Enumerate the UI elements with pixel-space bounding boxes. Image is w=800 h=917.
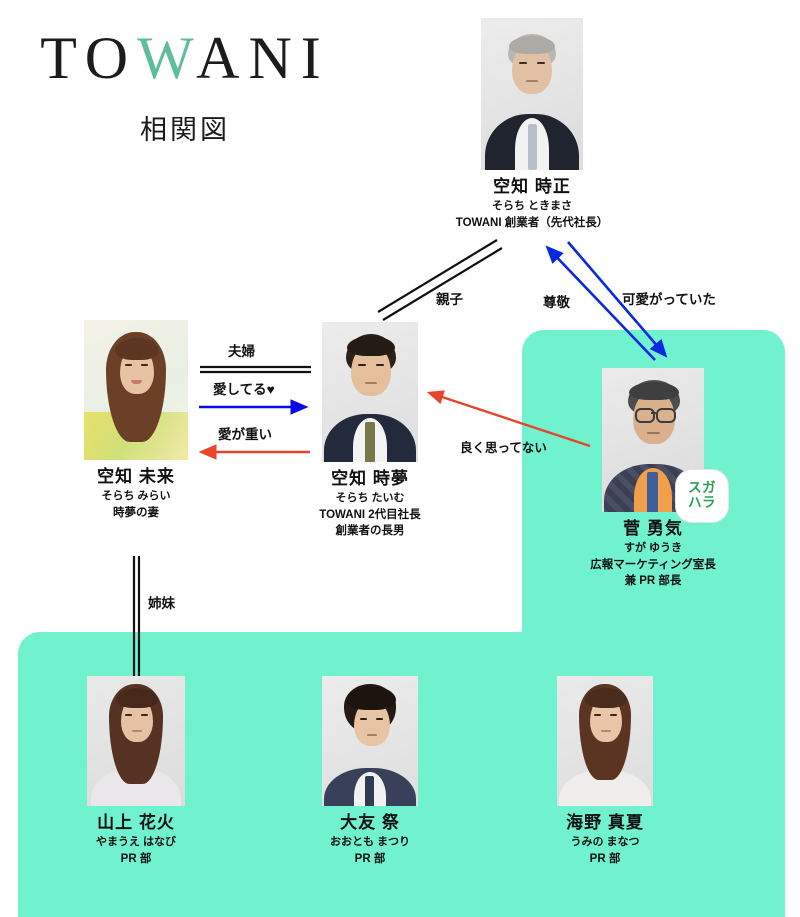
relation-label-aishiteru: 愛してる♥ xyxy=(213,382,275,397)
logo-text-after: ANI xyxy=(196,25,330,91)
person-role-secondary: 兼 PR 部長 xyxy=(624,575,682,588)
person-kana: やまうえ はなび xyxy=(95,836,177,849)
badge-line-1: スガ xyxy=(688,480,716,496)
person-kana: おおとも まつり xyxy=(329,836,411,849)
person-card-ootomo-matsuri: 大友 祭 おおとも まつり PR 部 xyxy=(270,676,470,866)
connector-oyako xyxy=(377,239,503,321)
relation-label-ai-ga-omoi: 愛が重い xyxy=(218,427,272,442)
person-name: 大友 祭 xyxy=(340,813,400,832)
brand-logo: TOWANI xyxy=(30,28,340,88)
page-title: 相関図 xyxy=(140,115,230,145)
logo-text-before: TO xyxy=(40,25,138,91)
person-role: TOWANI 創業者（先代社長） xyxy=(455,217,609,229)
relation-label-shimai: 姉妹 xyxy=(148,596,175,611)
relation-label-fuufu: 夫婦 xyxy=(228,344,255,359)
portrait-sorachi-mirai xyxy=(84,320,188,460)
person-card-umino-manatsu: 海野 真夏 うみの まなつ PR 部 xyxy=(505,676,705,866)
person-name: 海野 真夏 xyxy=(566,813,644,832)
portrait-umino-manatsu xyxy=(557,676,653,806)
person-role: TOWANI 2代目社長 xyxy=(319,509,421,521)
relation-label-oyako: 親子 xyxy=(436,292,463,307)
person-name: 空知 未来 xyxy=(97,467,175,486)
person-role: 広報マーケティング室長 xyxy=(590,559,716,571)
portrait-ootomo-matsuri xyxy=(322,676,418,806)
portrait-sorachi-tokimasa xyxy=(481,18,583,170)
person-role: 時夢の妻 xyxy=(113,507,159,519)
relation-label-yoku-omottenai: 良く思ってない xyxy=(460,441,547,455)
person-kana: そらち ときまさ xyxy=(491,200,573,213)
portrait-suga-yuuki xyxy=(602,368,704,512)
glasses-icon xyxy=(635,408,655,423)
person-kana: そらち たいむ xyxy=(335,492,405,505)
glasses-icon xyxy=(656,408,676,423)
relation-label-kawaigatteita: 可愛がっていた xyxy=(622,292,716,307)
portrait-sorachi-taimu xyxy=(322,322,418,462)
badge-line-2: ハラ xyxy=(688,495,716,510)
logo-block: TOWANI 相関図 xyxy=(30,28,340,147)
person-name: 空知 時夢 xyxy=(331,469,409,488)
person-card-suga-yuuki: 菅 勇気 すが ゆうき 広報マーケティング室長 兼 PR 部長 xyxy=(553,368,753,589)
person-role-secondary: 創業者の長男 xyxy=(335,525,405,538)
relation-label-sonkei: 尊敬 xyxy=(543,295,570,310)
person-name: 空知 時正 xyxy=(493,177,571,196)
person-kana: うみの まなつ xyxy=(570,836,640,849)
person-role: PR 部 xyxy=(354,853,386,865)
person-card-sorachi-taimu: 空知 時夢 そらち たいむ TOWANI 2代目社長 創業者の長男 xyxy=(270,322,470,539)
nickname-badge-sugahara: スガ ハラ xyxy=(676,470,728,522)
person-name: 山上 花火 xyxy=(97,813,175,832)
person-role: PR 部 xyxy=(120,853,152,865)
logo-text-w: W xyxy=(137,25,197,91)
person-name: 菅 勇気 xyxy=(623,519,683,538)
person-card-yamaue-hanabi: 山上 花火 やまうえ はなび PR 部 xyxy=(36,676,236,866)
person-card-sorachi-mirai: 空知 未来 そらち みらい 時夢の妻 xyxy=(36,320,236,520)
person-kana: すが ゆうき xyxy=(623,542,683,555)
person-card-sorachi-tokimasa: 空知 時正 そらち ときまさ TOWANI 創業者（先代社長） xyxy=(432,18,632,230)
person-kana: そらち みらい xyxy=(101,490,171,503)
person-role: PR 部 xyxy=(589,853,621,865)
portrait-yamaue-hanabi xyxy=(87,676,185,806)
